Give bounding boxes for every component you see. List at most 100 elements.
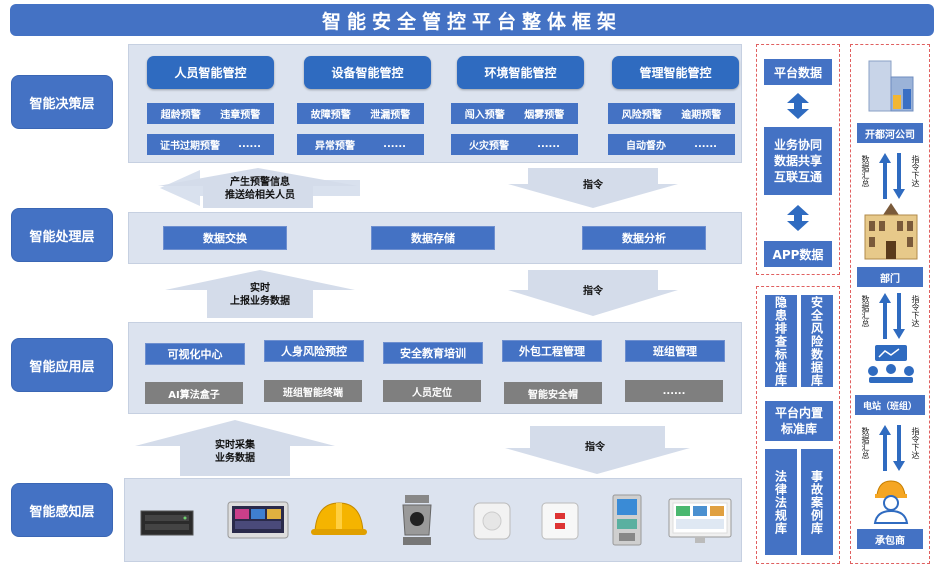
app-module-outsourcing: 外包工程管理: [502, 340, 602, 362]
standard-library-panel: 隐患排查标准库 安全风险数据库 平台内置 标准库 法律法规库 事故案例库: [756, 286, 840, 564]
layer-label-processing: 智能处理层: [11, 208, 113, 262]
decision-tag: ......: [383, 139, 406, 150]
accident-library-box: 事故案例库: [801, 449, 833, 555]
decision-header-management: 管理智能管控: [612, 56, 739, 89]
double-arrow-icon: [787, 205, 809, 231]
summary-label: 数据汇总: [861, 427, 870, 459]
app-device-ai-box: AI算法盒子: [145, 382, 243, 404]
data-exchange-box: 数据交换: [163, 226, 287, 250]
decision-tag: 自动督办: [626, 141, 667, 152]
page-title: 智能安全管控平台整体框架: [10, 4, 934, 36]
application-panel: 可视化中心 人身风险预控 安全教育培训 外包工程管理 班组管理 AI算法盒子 班…: [128, 322, 742, 414]
kiosk-icon: [612, 494, 642, 546]
down-arrow-label: 指令: [583, 285, 603, 297]
down-arrow-shape: [505, 426, 690, 474]
down-arrow-shape: [508, 168, 678, 208]
app-device-positioning: 人员定位: [383, 380, 481, 402]
monitor-icon: [668, 498, 732, 543]
up-arrow-label: 实时采集 业务数据: [215, 440, 255, 464]
company-box: 开都河公司: [857, 123, 923, 143]
decision-tag-group: 自动督办......: [608, 134, 735, 155]
app-data-box: APP数据: [764, 241, 832, 267]
decision-tag-group: 异常预警......: [297, 134, 424, 155]
down-arrow-label: 指令: [585, 441, 605, 453]
command-label: 指令下达: [911, 155, 920, 187]
platform-data-panel: 平台数据 业务协同 数据共享 互联互通 APP数据: [756, 44, 840, 275]
up-arrow-shape: [135, 420, 335, 476]
platform-data-box: 平台数据: [764, 59, 832, 85]
decision-tag: 异常预警: [315, 141, 356, 152]
law-library-box: 法律法规库: [765, 449, 797, 555]
worker-icon: [873, 480, 909, 524]
up-arrow-label: 产生预警信息 推送给相关人员: [225, 177, 295, 201]
decision-tag: 超龄预警: [160, 110, 201, 121]
department-box: 部门: [857, 267, 923, 287]
hazard-library-box: 隐患排查标准库: [765, 295, 797, 387]
decision-header-equipment: 设备智能管控: [304, 56, 431, 89]
exchange-arrows-icon: [879, 153, 905, 199]
app-device-smart-helmet: 智能安全帽: [504, 382, 602, 404]
data-storage-box: 数据存储: [371, 226, 495, 250]
decision-header-personnel: 人员智能管控: [147, 56, 274, 89]
decision-tag: ......: [537, 139, 560, 150]
department-building-icon: [864, 203, 918, 260]
app-module-personal-risk: 人身风险预控: [264, 340, 364, 362]
risk-database-box: 安全风险数据库: [801, 295, 833, 387]
processing-panel: 数据交换 数据存储 数据分析: [128, 212, 742, 264]
layer-label-application: 智能应用层: [11, 338, 113, 392]
up-arrow-label: 实时 上报业务数据: [230, 283, 290, 307]
decision-tag: 违章预警: [220, 110, 261, 121]
up-arrow-shape: [165, 270, 355, 318]
decision-header-environment: 环境智能管控: [457, 56, 584, 89]
decision-tag-group: 风险预警 逾期预警: [608, 103, 735, 124]
decision-tag-group: 证书过期预警......: [147, 134, 274, 155]
app-module-team-management: 班组管理: [625, 340, 725, 362]
summary-label: 数据汇总: [861, 155, 870, 187]
smart-terminal-icon: [227, 501, 289, 539]
company-building-icon: [868, 60, 914, 112]
app-device-team-terminal: 班组智能终端: [264, 380, 362, 402]
down-arrow-shape: [508, 270, 678, 316]
contractor-box: 承包商: [857, 529, 923, 549]
decision-tag: 逾期预警: [681, 110, 722, 121]
decision-tag: 火灾预警: [469, 141, 510, 152]
ptz-camera-icon: [402, 495, 432, 545]
app-module-visual-center: 可视化中心: [145, 343, 245, 365]
decision-tag-group: 超龄预警 违章预警: [147, 103, 274, 124]
exchange-arrows-icon: [879, 293, 905, 339]
collaboration-box: 业务协同 数据共享 互联互通: [764, 127, 832, 195]
decision-tag: 证书过期预警: [160, 141, 221, 152]
double-arrow-icon: [787, 93, 809, 119]
decision-tag-group: 火灾预警......: [451, 134, 578, 155]
perception-panel: [124, 478, 742, 562]
decision-panel: 人员智能管控 设备智能管控 环境智能管控 管理智能管控 超龄预警 违章预警 故障预…: [128, 44, 742, 163]
station-box: 电站（班组）: [855, 395, 925, 415]
decision-tag: 风险预警: [621, 110, 662, 121]
layer-label-perception: 智能感知层: [11, 483, 113, 537]
decision-tag: ......: [694, 139, 717, 150]
hierarchy-panel: 开都河公司 数据汇总 指令下达 部门 数据汇总 指令下达 电站（班组） 数据汇总…: [850, 44, 930, 564]
summary-label: 数据汇总: [861, 295, 870, 327]
data-analysis-box: 数据分析: [582, 226, 706, 250]
layer-label-decision: 智能决策层: [11, 75, 113, 129]
team-meeting-icon: [868, 345, 914, 383]
decision-tag: 闯入预警: [464, 110, 505, 121]
decision-tag: 烟雾预警: [524, 110, 565, 121]
sensor-icon: [473, 502, 511, 540]
safety-helmet-icon: [311, 502, 367, 535]
command-label: 指令下达: [911, 427, 920, 459]
smoke-detector-icon: [541, 502, 579, 540]
app-module-safety-training: 安全教育培训: [383, 342, 483, 364]
decision-tag: 泄漏预警: [370, 110, 411, 121]
server-icon: [140, 510, 194, 536]
decision-tag: 故障预警: [310, 110, 351, 121]
command-label: 指令下达: [911, 295, 920, 327]
down-arrow-label: 指令: [583, 179, 603, 191]
decision-tag-group: 闯入预警 烟雾预警: [451, 103, 578, 124]
decision-tag-group: 故障预警 泄漏预警: [297, 103, 424, 124]
builtin-library-box: 平台内置 标准库: [765, 401, 833, 441]
exchange-arrows-icon: [879, 425, 905, 471]
up-arrow-shape: [158, 168, 358, 208]
app-device-more: ......: [625, 380, 723, 402]
decision-tag: ......: [238, 139, 261, 150]
